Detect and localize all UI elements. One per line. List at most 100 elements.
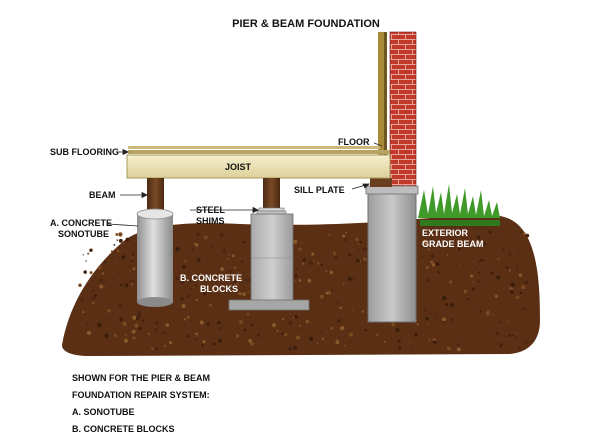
- soil-speck: [409, 341, 411, 343]
- soil-speck: [137, 311, 141, 316]
- soil-speck: [233, 276, 237, 280]
- soil-speck: [342, 234, 346, 238]
- soil-speck: [162, 331, 166, 335]
- soil-speck: [524, 340, 528, 344]
- soil-speck: [335, 253, 337, 255]
- soil-speck: [327, 290, 332, 295]
- soil-speck: [336, 318, 342, 323]
- soil-speck: [508, 334, 511, 337]
- soil-speck: [206, 322, 210, 326]
- soil-speck: [89, 248, 93, 252]
- label-steel-shims-line1: STEEL: [196, 205, 226, 215]
- soil-speck: [238, 277, 243, 282]
- soil-speck: [328, 233, 331, 236]
- concrete-blocks: [228, 213, 310, 311]
- soil-speck: [218, 338, 223, 344]
- soil-speck: [307, 278, 312, 283]
- soil-speck: [430, 238, 432, 240]
- soil-speck: [509, 289, 514, 294]
- soil-speck: [442, 321, 444, 324]
- soil-speck: [494, 294, 498, 298]
- soil-speck: [250, 341, 254, 346]
- soil-speck: [446, 254, 449, 256]
- soil-speck: [190, 288, 193, 290]
- soil-speck: [320, 263, 323, 267]
- soil-speck: [463, 289, 468, 294]
- soil-speck: [107, 309, 111, 313]
- soil-speck: [101, 272, 105, 275]
- soil-speck: [165, 323, 170, 327]
- soil-speck: [335, 339, 338, 341]
- soil-speck: [241, 260, 244, 263]
- soil-speck: [91, 296, 95, 301]
- soil-speck: [294, 314, 298, 319]
- soil-speck: [104, 333, 109, 338]
- soil-speck: [508, 269, 512, 272]
- soil-speck: [181, 265, 186, 269]
- soil-speck: [525, 233, 530, 238]
- soil-speck: [243, 328, 247, 332]
- soil-speck: [283, 333, 287, 337]
- soil-speck: [217, 321, 221, 325]
- soil-speck: [208, 303, 212, 307]
- soil-speck: [91, 289, 95, 292]
- caption: SHOWN FOR THE PIER & BEAM FOUNDATION REP…: [72, 370, 210, 438]
- soil-speck: [86, 323, 89, 327]
- soil-speck: [113, 334, 117, 338]
- soil-speck: [226, 291, 229, 293]
- soil-speck: [442, 295, 447, 301]
- soil-speck: [499, 320, 502, 324]
- soil-speck: [193, 243, 195, 245]
- soil-speck: [434, 314, 437, 317]
- soil-speck: [233, 266, 237, 269]
- soil-speck: [180, 297, 184, 301]
- soil-speck: [344, 231, 347, 234]
- soil-speck: [521, 285, 526, 290]
- soil-speck: [203, 292, 207, 296]
- soil-speck: [168, 341, 173, 345]
- soil-speck: [113, 244, 116, 246]
- soil-speck: [422, 239, 427, 245]
- soil-speck: [508, 253, 512, 256]
- soil-speck: [248, 338, 252, 343]
- soil-speck: [151, 347, 154, 350]
- soil-speck: [247, 291, 250, 294]
- soil-speck: [295, 335, 301, 340]
- soil-speck: [195, 284, 198, 287]
- soil-speck: [302, 258, 306, 262]
- soil-speck: [86, 330, 91, 335]
- soil-speck: [428, 248, 430, 251]
- soil-speck: [343, 344, 346, 347]
- soil-speck: [194, 243, 199, 247]
- soil-speck: [129, 266, 131, 269]
- floor-leader: [373, 142, 383, 147]
- soil-speck: [478, 259, 481, 263]
- soil-speck: [391, 322, 396, 327]
- soil-speck: [104, 260, 107, 264]
- soil-speck: [499, 345, 503, 348]
- label-steel-shims-line2: SHIMS: [196, 216, 225, 226]
- soil-speck: [232, 279, 237, 284]
- soil: [62, 215, 540, 356]
- soil-speck: [276, 329, 279, 333]
- soil-speck: [193, 287, 195, 289]
- soil-speck: [242, 240, 246, 244]
- soil-speck: [331, 288, 334, 291]
- soil-speck: [395, 327, 400, 333]
- soil-speck: [364, 328, 368, 332]
- soil-speck: [124, 338, 128, 343]
- soil-speck: [518, 347, 521, 350]
- soil-speck: [94, 277, 97, 279]
- soil-speck: [179, 280, 184, 285]
- soil-speck: [105, 316, 107, 318]
- soil-speck: [228, 253, 231, 256]
- soil-speck: [93, 293, 97, 298]
- soil-speck: [343, 238, 347, 242]
- soil-speck: [175, 247, 180, 252]
- soil-speck: [311, 252, 315, 256]
- soil-speck: [202, 288, 206, 291]
- soil-speck: [97, 265, 102, 270]
- soil-speck: [340, 326, 345, 331]
- soil-speck: [383, 340, 386, 343]
- soil-speck: [231, 254, 235, 258]
